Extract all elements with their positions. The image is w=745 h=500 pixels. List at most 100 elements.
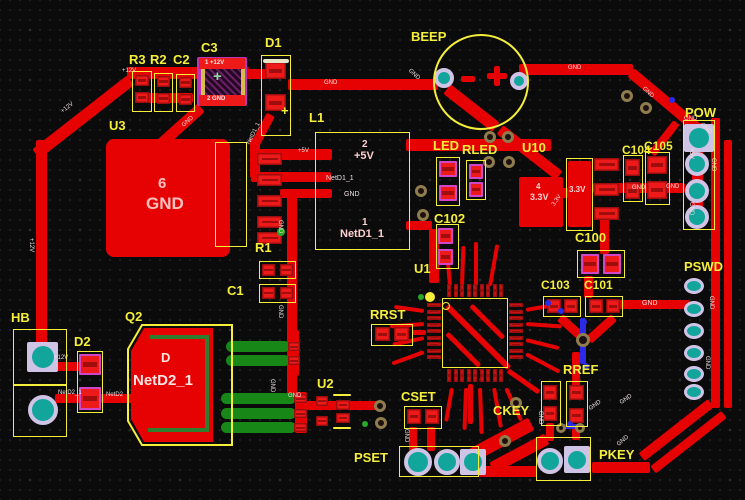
- smd-pad[interactable]: [407, 409, 421, 424]
- qfp-pad[interactable]: [460, 369, 464, 382]
- via[interactable]: [575, 423, 585, 433]
- net-label[interactable]: 4: [536, 182, 541, 191]
- qfp-pad[interactable]: [486, 369, 490, 382]
- through-hole-pad[interactable]: [684, 278, 704, 294]
- component-outline-d1[interactable]: [261, 55, 291, 136]
- smd-pad[interactable]: [336, 400, 350, 410]
- smd-pad[interactable]: [294, 423, 307, 432]
- qfp-pad[interactable]: [427, 335, 441, 340]
- smd-pad[interactable]: [79, 387, 101, 410]
- smd-pad[interactable]: [594, 183, 619, 196]
- copper-trace[interactable]: [246, 69, 270, 79]
- designator-u2[interactable]: U2: [317, 376, 334, 391]
- via[interactable]: [510, 397, 522, 409]
- component-outline-c100[interactable]: [577, 250, 625, 278]
- smd-pad[interactable]: [625, 182, 640, 199]
- copper-trace[interactable]: [333, 394, 351, 396]
- via[interactable]: [640, 102, 652, 114]
- smd-pad[interactable]: [647, 181, 667, 199]
- qfp-pad[interactable]: [453, 369, 458, 382]
- pth-pad-hb-1[interactable]: [27, 342, 58, 372]
- smd-pad[interactable]: [438, 249, 453, 265]
- smd-pad[interactable]: [438, 228, 453, 244]
- net-label[interactable]: 6: [158, 175, 167, 192]
- smd-pad[interactable]: [394, 327, 409, 341]
- designator-r1[interactable]: R1: [255, 240, 272, 255]
- qfp-pad[interactable]: [447, 369, 451, 382]
- copper-trace[interactable]: [409, 427, 417, 451]
- pth-pad-pset-3[interactable]: [460, 449, 486, 475]
- qfp-pad[interactable]: [427, 348, 441, 353]
- designator-u10[interactable]: U10: [522, 140, 546, 155]
- qfp-pad[interactable]: [509, 316, 523, 320]
- copper-trace[interactable]: [592, 462, 650, 473]
- connector-pin[interactable]: [221, 408, 296, 419]
- smd-pad[interactable]: [425, 409, 439, 424]
- component-outline-pow[interactable]: [683, 120, 715, 230]
- copper-trace[interactable]: [584, 276, 593, 298]
- net-label[interactable]: +: [281, 103, 289, 118]
- component-outline-c103[interactable]: [543, 296, 581, 317]
- designator-r2[interactable]: R2: [150, 52, 167, 67]
- copper-trace[interactable]: [572, 352, 580, 386]
- designator-l1[interactable]: L1: [309, 110, 325, 125]
- via[interactable]: [576, 333, 590, 347]
- qfp-pad[interactable]: [509, 335, 523, 340]
- component-outline-r1[interactable]: [259, 261, 296, 279]
- smd-pad[interactable]: [257, 174, 282, 186]
- component-outline-pkey[interactable]: [536, 437, 591, 481]
- designator-c3[interactable]: C3: [201, 40, 218, 55]
- copper-trace[interactable]: [525, 322, 563, 329]
- smd-pad[interactable]: [603, 254, 621, 274]
- connector-pin[interactable]: [226, 355, 290, 366]
- smd-pad[interactable]: [294, 394, 307, 403]
- smd-pad[interactable]: [469, 182, 483, 197]
- pth-pad-pow-1[interactable]: [684, 124, 714, 152]
- net-label[interactable]: 3.3V: [530, 192, 549, 202]
- net-label[interactable]: GND: [146, 194, 184, 213]
- copper-trace[interactable]: [585, 314, 618, 344]
- copper-trace[interactable]: [427, 427, 435, 451]
- designator-r3[interactable]: R3: [129, 52, 146, 67]
- designator-beep[interactable]: BEEP: [411, 29, 447, 44]
- qfp-pad[interactable]: [427, 303, 441, 307]
- smd-pad[interactable]: [257, 232, 282, 244]
- pth-pad-pkey-2[interactable]: [564, 446, 590, 473]
- copper-trace[interactable]: [474, 242, 478, 286]
- qfp-pad[interactable]: [427, 355, 441, 359]
- smd-pad[interactable]: [135, 75, 149, 86]
- smd-pad[interactable]: [375, 327, 390, 341]
- smd-pad[interactable]: [265, 62, 286, 79]
- via[interactable]: [375, 417, 387, 429]
- designator-pswd[interactable]: PSWD: [684, 259, 723, 274]
- qfp-pad[interactable]: [479, 284, 484, 297]
- component-outline-rrst[interactable]: [371, 324, 413, 346]
- component-outline-c104[interactable]: [623, 155, 643, 202]
- qfp-pad[interactable]: [509, 329, 523, 333]
- smd-pad[interactable]: [262, 287, 275, 299]
- copper-trace[interactable]: [199, 58, 245, 69]
- designator-c105[interactable]: C105: [644, 139, 673, 153]
- smd-pad[interactable]: [316, 396, 328, 406]
- qfp-pad[interactable]: [466, 369, 471, 382]
- qfp-pad[interactable]: [427, 309, 441, 314]
- trace-right-edge[interactable]: [711, 118, 720, 408]
- qfp-pad[interactable]: [499, 369, 503, 382]
- designator-d2[interactable]: D2: [74, 334, 91, 349]
- smd-pad[interactable]: [569, 385, 584, 400]
- smd-pad[interactable]: [262, 264, 275, 276]
- copper-trace[interactable]: [555, 188, 571, 198]
- copper-trace[interactable]: [258, 149, 332, 160]
- net-label[interactable]: NetD1_1: [340, 228, 385, 240]
- component-outline-rref[interactable]: [566, 381, 588, 427]
- qfp-pad[interactable]: [466, 284, 471, 297]
- copper-trace[interactable]: [289, 330, 299, 376]
- copper-trace[interactable]: [600, 212, 609, 254]
- designator-ckey[interactable]: CKEY: [493, 403, 530, 418]
- pour-3v3[interactable]: [519, 177, 563, 227]
- smd-pad[interactable]: [257, 195, 282, 207]
- qfp-pad[interactable]: [427, 322, 441, 327]
- pour-u3-tab[interactable]: [106, 139, 230, 257]
- copper-trace[interactable]: [391, 350, 425, 366]
- net-label[interactable]: +5V: [354, 150, 374, 162]
